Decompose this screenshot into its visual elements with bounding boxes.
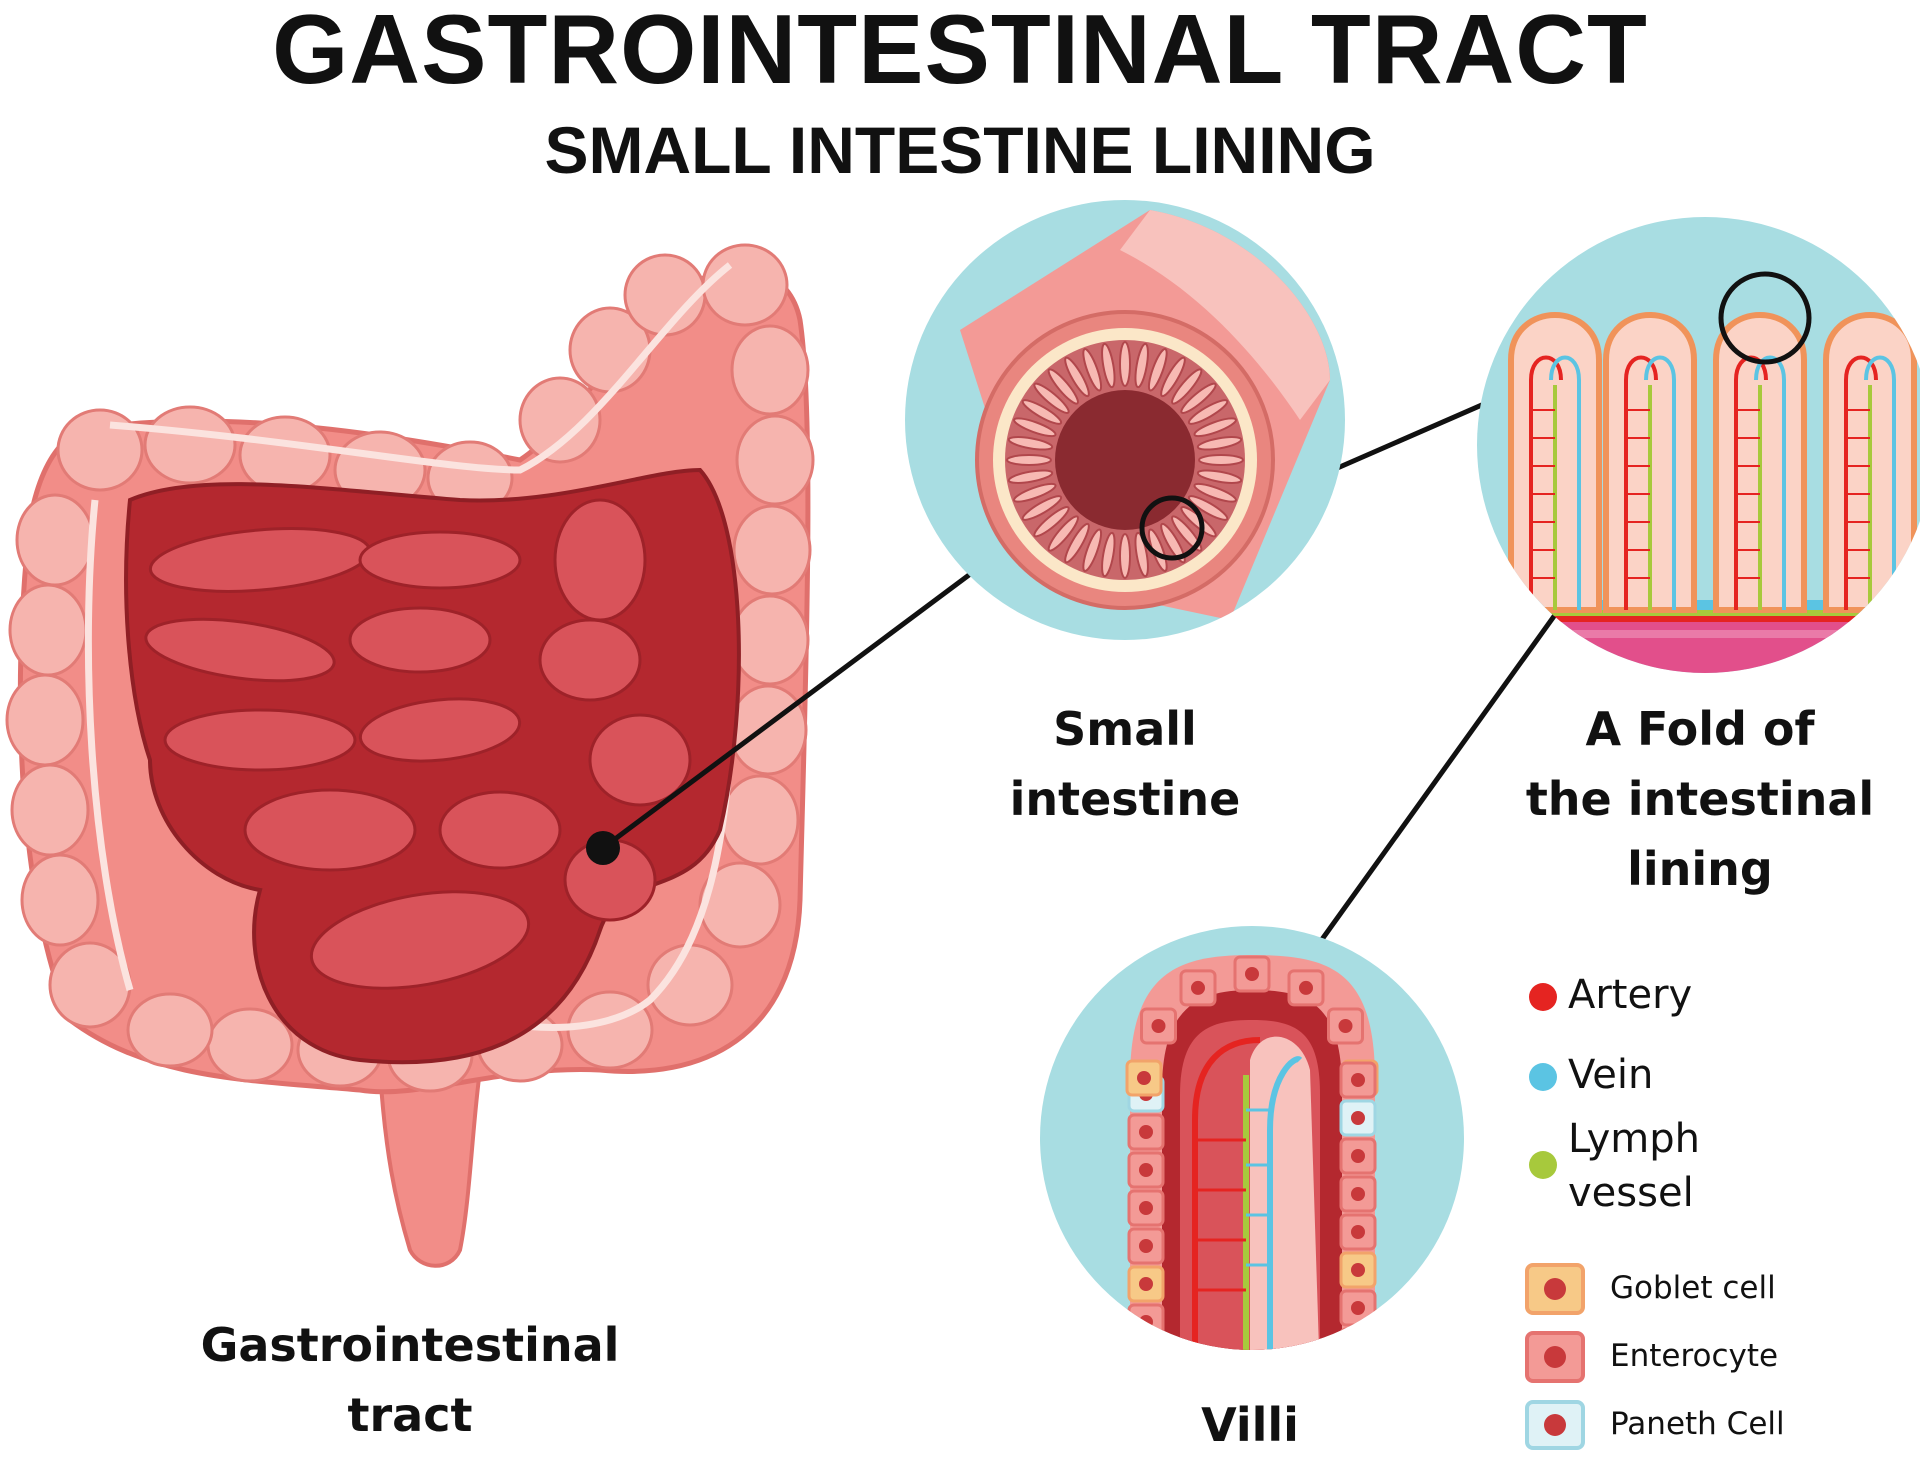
gi-tract-label-line-2: tract	[140, 1380, 680, 1450]
legend-label-lymph-line-1: Lymph	[1568, 1112, 1700, 1166]
gi-tract-label-line-1: Gastrointestinal	[140, 1310, 680, 1380]
legend-label-vein: Vein	[1568, 1052, 1653, 1098]
fold-label-line-3: lining	[1480, 834, 1920, 904]
legend-dot-lymph-vessel	[1529, 1151, 1557, 1179]
legend-swatch-paneth-cell	[1527, 1402, 1583, 1448]
legend-dot-artery	[1529, 983, 1557, 1011]
legend-swatch-enterocyte	[1527, 1333, 1583, 1381]
fold-label-line-2: the intestinal	[1480, 764, 1920, 834]
villi-label: Villi	[1100, 1390, 1400, 1460]
legend-label-enterocyte: Enterocyte	[1610, 1338, 1778, 1374]
small-intestine-label-line-1: Small	[915, 694, 1335, 764]
rectum	[380, 1070, 480, 1266]
legend-dot-vein	[1529, 1063, 1557, 1091]
small-intestine-label-line-2: intestine	[915, 764, 1335, 834]
legend-label-goblet-cell: Goblet cell	[1610, 1270, 1776, 1306]
legend-swatch-goblet-cell	[1527, 1265, 1583, 1313]
fold-circle	[1470, 217, 1920, 690]
small-intestine-circle	[905, 200, 1345, 640]
pointer-dot	[586, 831, 620, 865]
legend-label-paneth-cell: Paneth Cell	[1610, 1406, 1785, 1442]
small-intestine-label: Small intestine	[915, 694, 1335, 834]
fold-label-line-1: A Fold of	[1480, 694, 1920, 764]
gi-tract-label: Gastrointestinal tract	[140, 1310, 680, 1450]
legend-label-artery: Artery	[1568, 972, 1692, 1018]
gi-tract-illustration	[7, 245, 813, 1266]
fold-label: A Fold of the intestinal lining	[1480, 694, 1920, 904]
legend-label-lymph-vessel: Lymph vessel	[1568, 1112, 1700, 1220]
legend-label-lymph-line-2: vessel	[1568, 1166, 1700, 1220]
villi-circle	[1040, 926, 1464, 1380]
